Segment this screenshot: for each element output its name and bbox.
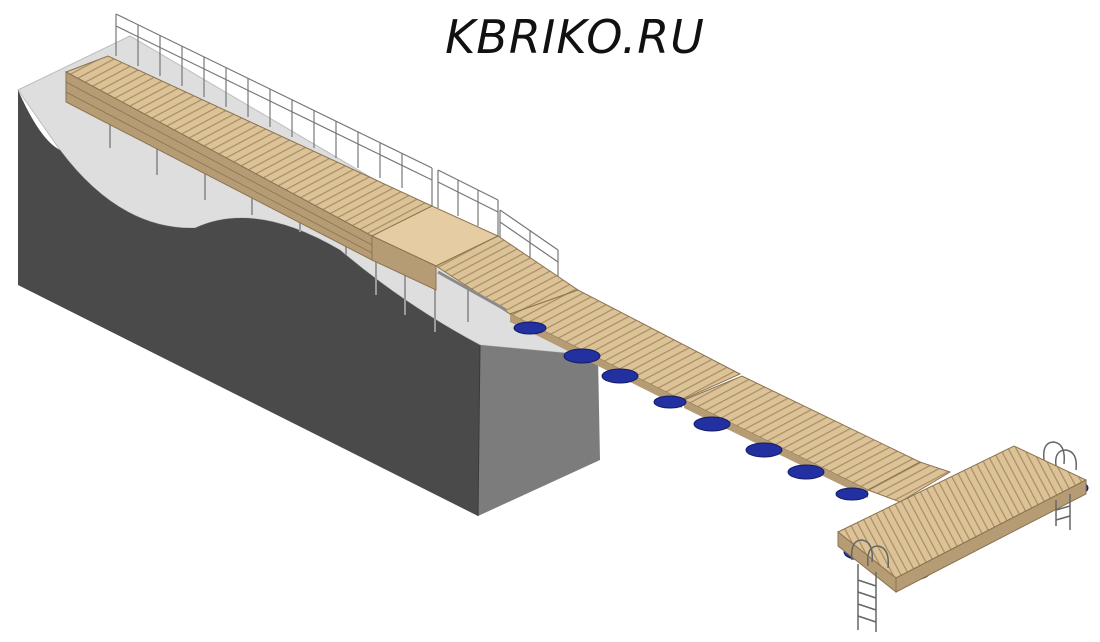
ladder-front — [850, 539, 890, 632]
handrail — [115, 13, 559, 278]
watermark-text: KBRIKO.RU — [445, 10, 705, 64]
ladder-rear — [1042, 441, 1078, 530]
